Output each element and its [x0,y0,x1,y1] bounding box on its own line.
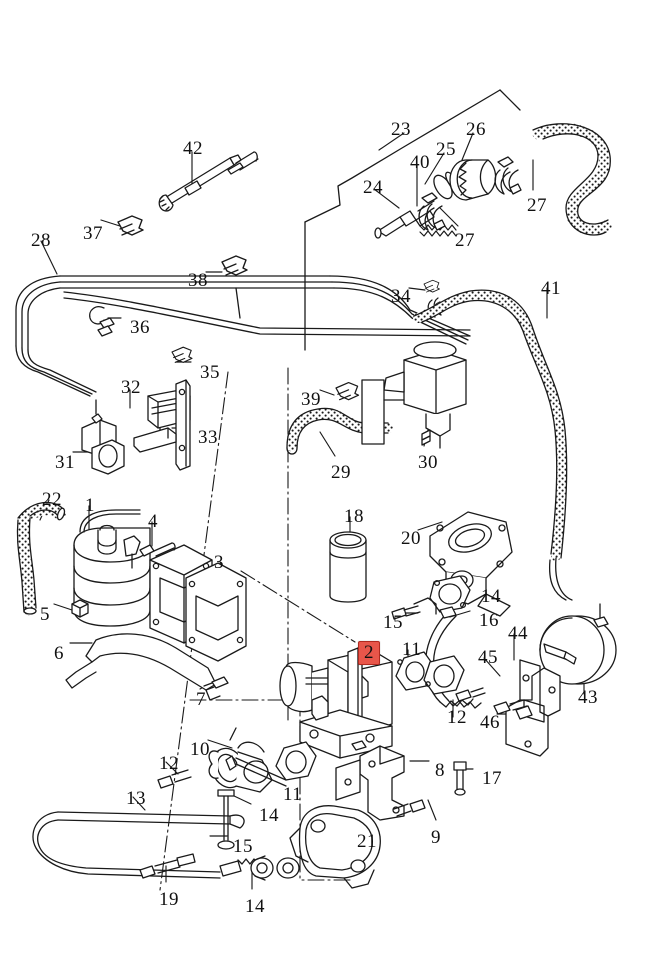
callout-number[interactable]: 31 [55,452,75,473]
callout-number[interactable]: 9 [431,827,441,848]
callout-number[interactable]: 21 [357,831,377,852]
callout-number[interactable]: 40 [410,152,430,173]
callout-number[interactable]: 1 [85,495,95,516]
callout-number[interactable]: 26 [466,119,486,140]
callout-number-highlighted[interactable]: 2 [358,641,380,665]
callout-number[interactable]: 5 [40,604,50,625]
callout-number[interactable]: 44 [508,623,528,644]
callout-number[interactable]: 18 [344,506,364,527]
callout-number[interactable]: 35 [200,362,220,383]
callout-number[interactable]: 43 [578,687,598,708]
callout-number[interactable]: 19 [159,889,179,910]
callout-number[interactable]: 25 [436,139,456,160]
callout-number[interactable]: 37 [83,223,103,244]
callout-number[interactable]: 20 [401,528,421,549]
callout-number[interactable]: 4 [148,511,158,532]
callout-number[interactable]: 3 [214,552,224,573]
callout-number[interactable]: 34 [391,286,411,307]
callout-number[interactable]: 17 [482,768,502,789]
callout-number[interactable]: 11 [402,639,422,660]
callout-number[interactable]: 29 [331,462,351,483]
callout-number[interactable]: 12 [447,707,467,728]
callout-number[interactable]: 7 [196,689,206,710]
callout-number[interactable]: 13 [126,788,146,809]
callout-number[interactable]: 46 [480,712,500,733]
callout-number[interactable]: 16 [479,610,499,631]
callout-number[interactable]: 14 [481,586,501,607]
callout-number[interactable]: 41 [541,278,561,299]
callout-number[interactable]: 12 [159,753,179,774]
callout-number[interactable]: 27 [455,230,475,251]
callout-number[interactable]: 22 [42,489,62,510]
callout-number[interactable]: 39 [301,389,321,410]
callout-number[interactable]: 24 [363,177,383,198]
callout-number[interactable]: 15 [233,836,253,857]
callout-number[interactable]: 32 [121,377,141,398]
callout-number[interactable]: 8 [435,760,445,781]
callout-number[interactable]: 27 [527,195,547,216]
callout-number[interactable]: 28 [31,230,51,251]
callout-number[interactable]: 11 [283,784,303,805]
callout-number[interactable]: 38 [188,270,208,291]
callout-number[interactable]: 6 [54,643,64,664]
callout-number[interactable]: 45 [478,647,498,668]
callout-number[interactable]: 14 [259,805,279,826]
callout-number[interactable]: 33 [198,427,218,448]
callout-number[interactable]: 36 [130,317,150,338]
callout-number[interactable]: 15 [383,612,403,633]
callout-number[interactable]: 23 [391,119,411,140]
callout-number[interactable]: 30 [418,452,438,473]
callout-number[interactable]: 10 [190,739,210,760]
callout-number[interactable]: 14 [245,896,265,917]
callout-number[interactable]: 42 [183,138,203,159]
